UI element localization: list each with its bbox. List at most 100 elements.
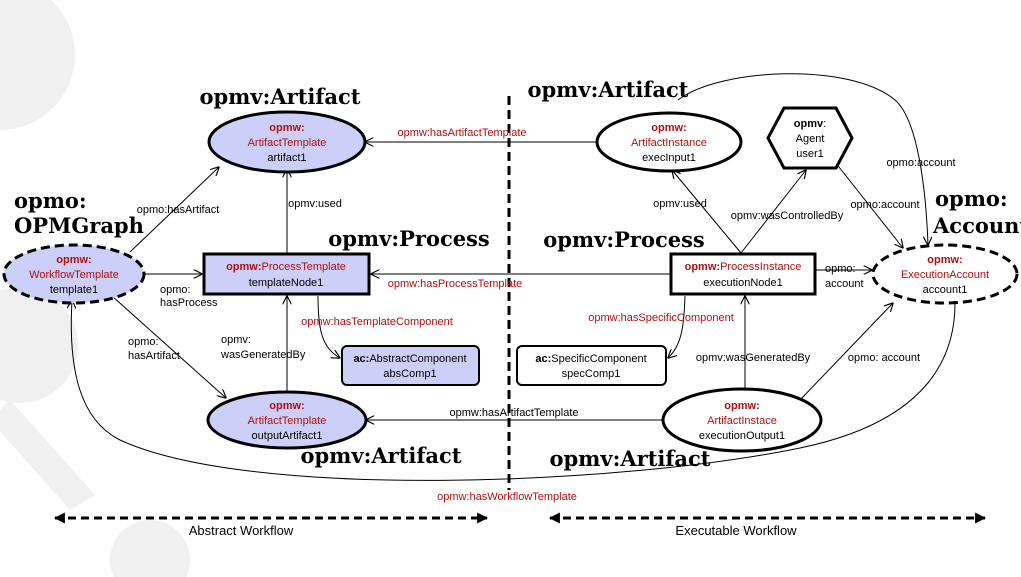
node-agent[interactable]: opmv: Agent user1 — [766, 106, 854, 170]
node-type: ProcessInstance — [720, 261, 801, 273]
label-has-template-component: opmw:hasTemplateComponent — [301, 316, 453, 328]
legend-abstract-label: Abstract Workflow — [189, 523, 294, 538]
node-workflow-template[interactable]: opmw: WorkflowTemplate template1 — [2, 243, 146, 305]
edge-has-artifact-top — [129, 167, 219, 253]
node-id: executionOutput1 — [699, 430, 785, 442]
node-id: executionNode1 — [703, 277, 783, 289]
label-was-controlled-by: opmv:wasControlledBy — [731, 210, 844, 222]
node-prefix: opmw: — [226, 261, 261, 273]
node-id: templateNode1 — [249, 277, 324, 289]
label-generated-by-right: opmv:wasGeneratedBy — [696, 352, 811, 364]
node-id: absComp1 — [383, 368, 436, 380]
label-used-left: opmv:used — [288, 198, 342, 210]
edge-account-output — [799, 303, 893, 401]
label-has-process-template: opmw:hasProcessTemplate — [388, 278, 523, 290]
node-type: ArtifactInstance — [631, 137, 707, 149]
class-opmgraph-1: opmo: — [14, 188, 87, 213]
class-opmgraph-2: OPMGraph — [14, 213, 144, 238]
class-labels: opmv:Artifact opmv:Artifact opmo: OPMGra… — [14, 77, 1021, 471]
edge-has-workflow-template — [71, 300, 956, 481]
node-prefix: opmw: — [724, 400, 759, 412]
label-has-artifact-bottom-1: opmo: — [128, 336, 159, 348]
node-id: template1 — [50, 284, 98, 296]
class-process-right: opmv:Process — [543, 227, 705, 252]
node-artifact-instace[interactable]: opmw: ArtifactInstace executionOutput1 — [661, 387, 823, 453]
label-used-right: opmv:used — [653, 198, 707, 210]
node-id: outputArtifact1 — [252, 430, 323, 442]
label-has-workflow-template: opmw:hasWorkflowTemplate — [437, 491, 577, 503]
svg-text:opmv:: opmv: — [794, 118, 826, 130]
label-account-process-1: opmo: — [825, 263, 856, 275]
node-type: AbstractComponent — [369, 353, 466, 365]
edge-account-arc — [677, 73, 928, 245]
svg-text:ac:AbstractComponent: ac:AbstractComponent — [353, 353, 466, 365]
node-abstract-component[interactable]: ac:AbstractComponent absComp1 — [341, 345, 480, 386]
node-id: user1 — [796, 148, 824, 160]
node-specific-component[interactable]: ac:SpecificComponent specComp1 — [516, 345, 667, 386]
class-artifact-top-left: opmv:Artifact — [199, 84, 360, 109]
node-prefix: opmv — [794, 118, 824, 130]
edge-has-template-component — [317, 295, 340, 358]
label-generated-by-left-1: opmv: — [221, 334, 251, 346]
node-type: WorkflowTemplate — [29, 269, 119, 281]
node-prefix: ac: — [535, 353, 551, 365]
node-artifact-instance[interactable]: opmw: ArtifactInstance execInput1 — [595, 111, 743, 173]
node-prefix: ac: — [353, 353, 369, 365]
label-generated-by-left-2: wasGeneratedBy — [220, 349, 306, 361]
label-has-artifact-template-top: opmw:hasArtifactTemplate — [398, 127, 527, 139]
label-account-arc: opmo:account — [886, 157, 955, 169]
label-account-agent: opmo:account — [850, 199, 919, 211]
class-account-2: Account — [932, 213, 1021, 238]
node-prefix: opmw: — [685, 261, 720, 273]
class-artifact-bottom-left: opmv:Artifact — [300, 443, 461, 468]
label-has-process-2: hasProcess — [160, 297, 218, 309]
label-has-artifact-template-bottom: opmw:hasArtifactTemplate — [450, 407, 579, 419]
svg-text:opmw:ProcessInstance: opmw:ProcessInstance — [685, 261, 802, 273]
svg-text:ac:SpecificComponent: ac:SpecificComponent — [535, 353, 646, 365]
node-artifact-template[interactable]: opmw: ArtifactTemplate artifact1 — [207, 110, 367, 174]
class-process-left: opmv:Process — [328, 226, 490, 251]
class-account-1: opmo: — [935, 186, 1008, 211]
node-type: Agent — [796, 133, 825, 145]
node-type: ProcessTemplate — [262, 261, 346, 273]
node-prefix: opmw: — [651, 122, 686, 134]
node-type: ArtifactTemplate — [248, 137, 327, 149]
node-process-template[interactable]: opmw:ProcessTemplate templateNode1 — [202, 252, 371, 296]
node-prefix: opmw: — [56, 254, 91, 266]
node-type: ArtifactTemplate — [248, 415, 327, 427]
node-execution-account[interactable]: opmw: ExecutionAccount account1 — [871, 243, 1019, 305]
edges — [71, 73, 956, 481]
node-type: ExecutionAccount — [901, 269, 989, 281]
node-id: account1 — [923, 284, 968, 296]
edge-has-artifact-bottom — [111, 295, 226, 398]
svg-text:opmw:ProcessTemplate: opmw:ProcessTemplate — [226, 261, 346, 273]
node-type: ArtifactInstace — [707, 415, 777, 427]
node-type: SpecificComponent — [551, 353, 646, 365]
node-process-instance[interactable]: opmw:ProcessInstance executionNode1 — [669, 252, 817, 296]
legend: Abstract Workflow Executable Workflow — [53, 512, 987, 538]
node-prefix: opmw: — [927, 254, 962, 266]
node-prefix: opmw: — [269, 122, 304, 134]
edge-labels: opmw:hasArtifactTemplate opmo: hasArtifac… — [128, 127, 956, 503]
label-has-artifact-bottom-2: hasArtifact — [128, 350, 180, 362]
legend-executable-label: Executable Workflow — [675, 523, 797, 538]
class-artifact-bottom-right: opmv:Artifact — [549, 446, 710, 471]
node-output-artifact-template[interactable]: opmw: ArtifactTemplate outputArtifact1 — [206, 390, 368, 450]
class-artifact-top-right: opmv:Artifact — [527, 77, 688, 102]
label-account-output: opmo: account — [848, 352, 920, 364]
edge-was-controlled-by — [740, 170, 806, 254]
edge-has-specific-component — [668, 295, 686, 358]
label-account-process-2: account — [825, 278, 864, 290]
node-id: execInput1 — [642, 152, 696, 164]
edge-account-agent — [834, 161, 903, 248]
label-has-specific-component: opmw:hasSpecificComponent — [588, 312, 734, 324]
node-id: specComp1 — [562, 368, 621, 380]
background-watermark — [0, 0, 190, 577]
label-has-process-1: opmo: — [160, 284, 191, 296]
node-prefix: opmw: — [269, 400, 304, 412]
node-id: artifact1 — [267, 152, 306, 164]
edge-used-right — [672, 170, 742, 254]
node-suffix: : — [823, 118, 826, 130]
